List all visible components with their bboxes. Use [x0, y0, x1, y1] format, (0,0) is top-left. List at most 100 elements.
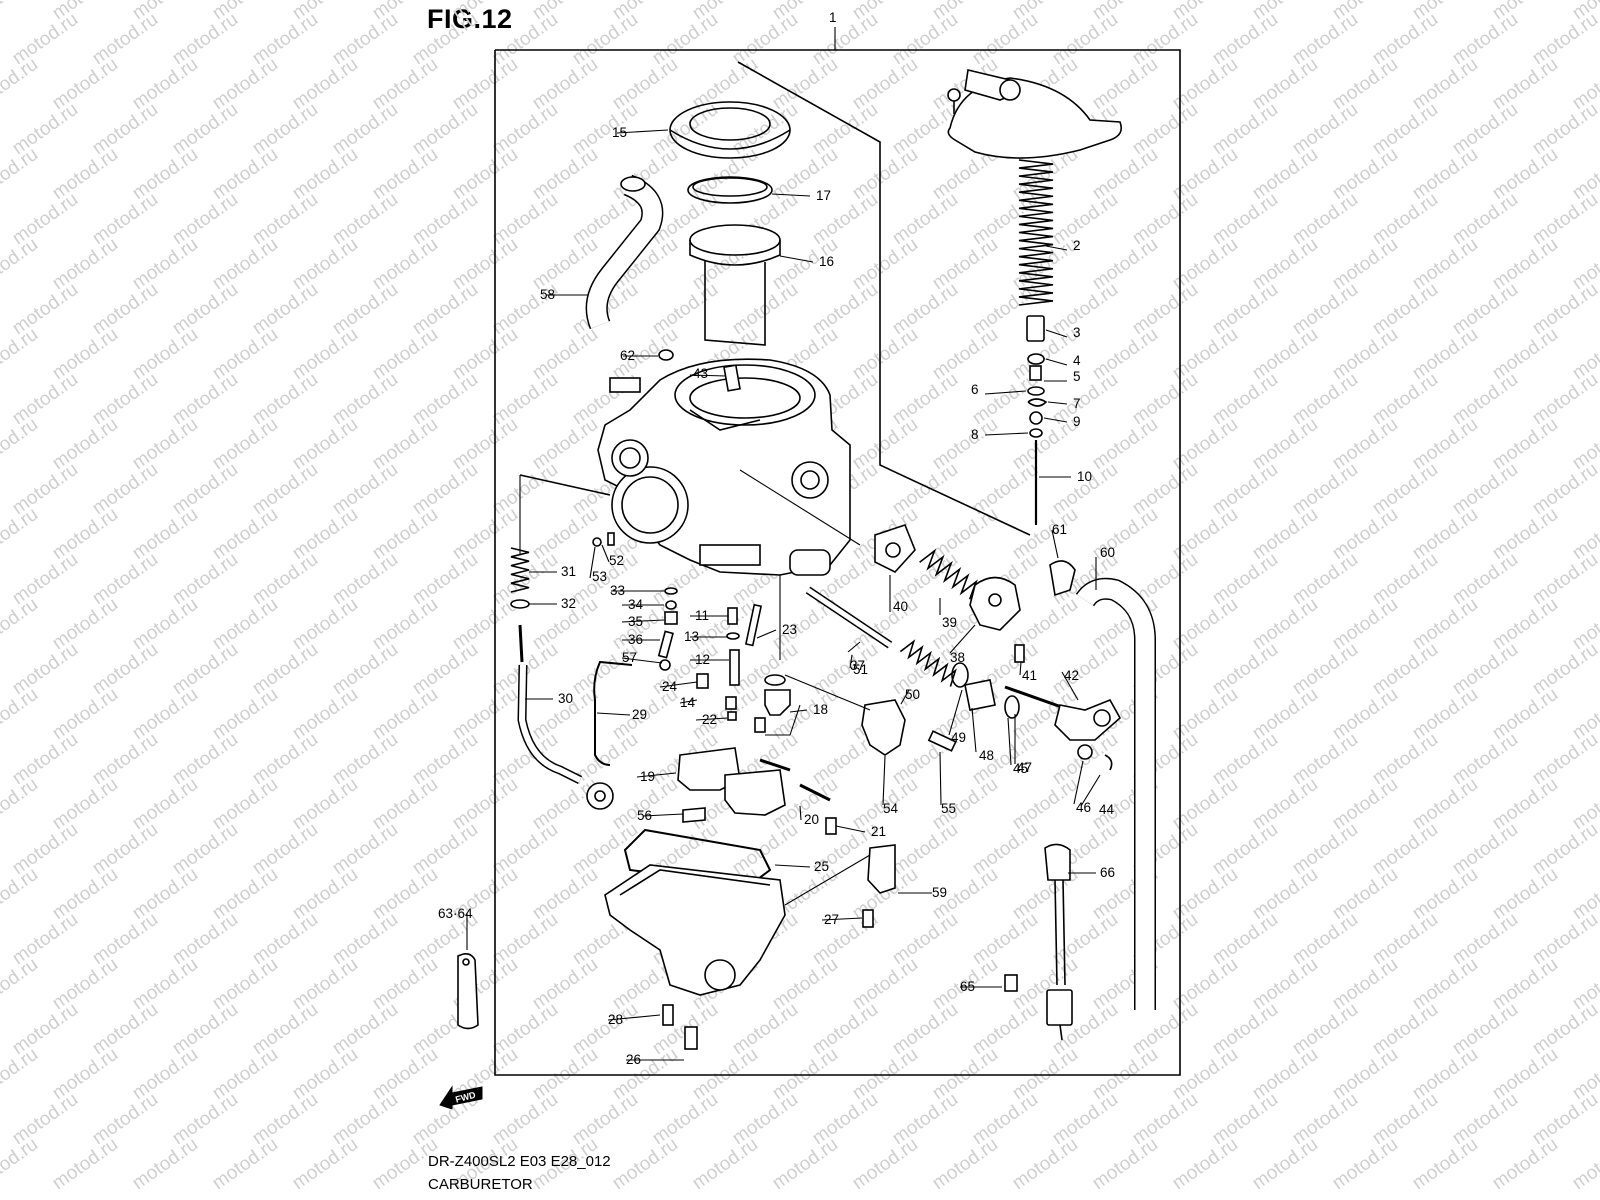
callout-label: 12 — [695, 652, 710, 667]
svg-text:motod.ru: motod.ru — [0, 1044, 42, 1104]
callout-label: 44 — [1099, 802, 1115, 817]
assembly-frame: 1 — [494, 10, 1181, 1076]
callout-label: 29 — [632, 707, 647, 722]
callout-label: 57 — [622, 650, 637, 665]
callout-2: 2 — [1045, 238, 1081, 253]
svg-text:motod.ru: motod.ru — [0, 684, 42, 744]
callout-label: 15 — [612, 125, 627, 140]
callout-41: 41 — [1019, 661, 1037, 683]
callout-22: 22 — [695, 712, 728, 727]
callout-leader — [779, 255, 814, 263]
callout-49: 49 — [948, 689, 966, 745]
callout-leader — [774, 864, 811, 868]
callout-leader — [1007, 717, 1012, 766]
callout-leader — [821, 917, 863, 921]
callout-leader — [679, 699, 698, 704]
float-group — [677, 747, 837, 835]
callout-27: 27 — [821, 912, 863, 927]
top-cap-needle-group — [947, 69, 1123, 525]
svg-text:motod.ru: motod.ru — [1169, 1134, 1242, 1194]
callout-54: 54 — [882, 755, 899, 816]
callout-label: 28 — [608, 1012, 623, 1027]
callout-42: 42 — [1061, 668, 1079, 701]
callout-leader — [659, 681, 698, 688]
svg-text:motod.ru: motod.ru — [1529, 909, 1600, 969]
callout-34: 34 — [622, 597, 664, 612]
svg-text:motod.ru: motod.ru — [1529, 729, 1600, 789]
callout-14: 14 — [679, 695, 698, 710]
callout-label: 39 — [942, 615, 957, 630]
callout-label: 56 — [637, 808, 652, 823]
svg-text:motod.ru: motod.ru — [0, 324, 42, 384]
callout-leader — [695, 717, 728, 721]
svg-text:motod.ru: motod.ru — [209, 1134, 282, 1194]
svg-text:motod.ru: motod.ru — [1529, 369, 1600, 429]
fwd-arrow-icon: FWD — [439, 1085, 483, 1109]
callout-33: 33 — [610, 583, 664, 598]
callout-29: 29 — [596, 707, 647, 722]
callout-39: 39 — [939, 598, 957, 630]
callout-label: 52 — [609, 553, 624, 568]
callout-37: 37 — [847, 641, 865, 673]
svg-text:motod.ru: motod.ru — [849, 1134, 922, 1194]
hose-60 — [1075, 577, 1156, 1010]
svg-text:motod.ru: motod.ru — [0, 1134, 42, 1194]
callout-label: 30 — [558, 691, 573, 706]
callout-label: 41 — [1022, 668, 1037, 683]
svg-text:motod.ru: motod.ru — [1489, 1134, 1562, 1194]
callout-10: 10 — [1039, 469, 1092, 484]
svg-text:motod.ru: motod.ru — [0, 774, 42, 834]
svg-text:motod.ru: motod.ru — [1529, 459, 1600, 519]
callout-leader — [621, 619, 665, 623]
callout-label: 9 — [1073, 414, 1081, 429]
svg-text:motod.ru: motod.ru — [1409, 1134, 1482, 1194]
callout-25: 25 — [774, 859, 829, 874]
callout-58: 58 — [540, 287, 588, 302]
callout-leader — [799, 805, 802, 821]
callout-62: 62 — [620, 348, 658, 363]
callout-40: 40 — [889, 575, 908, 614]
callout-45: 45 — [1007, 717, 1028, 776]
callout-label: 51 — [853, 662, 868, 677]
hose-58 — [585, 174, 664, 330]
callout-label: 61 — [1052, 522, 1067, 537]
callout-label: 43 — [693, 366, 708, 381]
callout-leader — [756, 629, 777, 639]
callout-label: 37 — [850, 658, 865, 673]
callout-56: 56 — [637, 808, 684, 823]
callout-label: 5 — [1073, 369, 1081, 384]
diaphragm-slide-group — [669, 61, 1031, 536]
figure-title: FIG.12 — [427, 4, 513, 34]
callout-label: 54 — [883, 801, 899, 816]
callouts-layer: 2345678910111213141516171819202122232425… — [438, 125, 1115, 1067]
callout-leader — [847, 641, 861, 653]
callout-label: 59 — [932, 885, 947, 900]
callout-label: 31 — [561, 564, 576, 579]
callout-label: 33 — [610, 583, 625, 598]
callout-label: 19 — [640, 769, 655, 784]
callout-label: 63·64 — [438, 906, 473, 921]
callout-leader — [900, 689, 910, 705]
callout-leader — [621, 657, 663, 664]
callout-label: 8 — [971, 427, 979, 442]
callout-6: 6 — [971, 382, 1027, 397]
callout-47: 47 — [1014, 714, 1032, 775]
callout-50: 50 — [900, 687, 920, 705]
callout-leader — [984, 390, 1027, 395]
callout-17: 17 — [771, 188, 831, 203]
svg-text:motod.ru: motod.ru — [1529, 9, 1600, 69]
callout-label: 62 — [620, 348, 635, 363]
callout-leader — [636, 772, 677, 778]
callout-label: 14 — [680, 695, 696, 710]
callout-label: 4 — [1073, 353, 1081, 368]
callout-65: 65 — [960, 979, 1002, 994]
callout-label: 7 — [1073, 396, 1081, 411]
svg-text:motod.ru: motod.ru — [1089, 1134, 1162, 1194]
float-bowl — [604, 828, 874, 1050]
callout-20: 20 — [799, 805, 819, 827]
svg-text:motod.ru: motod.ru — [1529, 999, 1600, 1059]
callout-label: 25 — [814, 859, 829, 874]
svg-text:motod.ru: motod.ru — [0, 54, 42, 114]
callout-label: 2 — [1073, 238, 1081, 253]
